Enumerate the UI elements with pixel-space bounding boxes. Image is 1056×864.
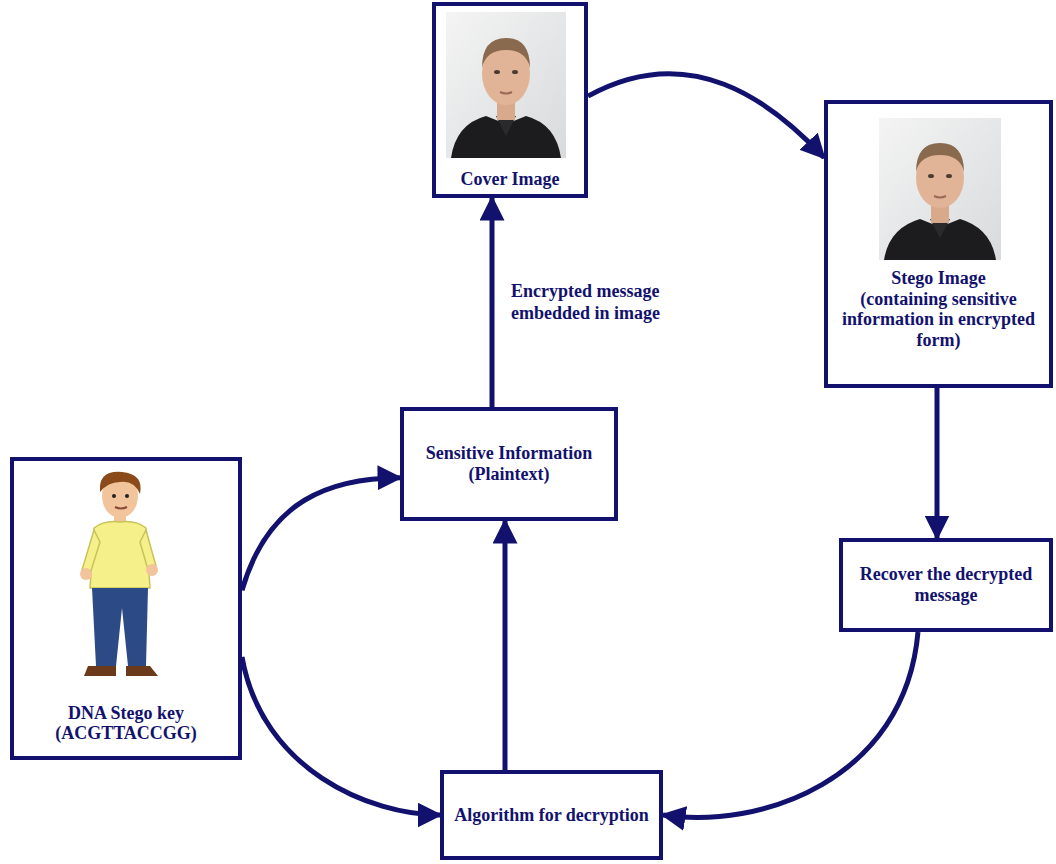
process-box: Algorithm for decryption bbox=[440, 770, 663, 860]
process-box: Sensitive Information (Plaintext) bbox=[400, 407, 618, 521]
flow-arrow bbox=[588, 74, 824, 158]
node-title: DNA Stego key (ACGTTACCGG) bbox=[20, 703, 232, 744]
edge-label: Encrypted message embedded in image bbox=[508, 280, 714, 325]
flow-arrow bbox=[935, 388, 940, 538]
flow-arrow bbox=[242, 478, 400, 591]
cartoon-person bbox=[80, 472, 158, 676]
flow-arrow bbox=[490, 198, 495, 407]
node-body: (containing sensitive information in enc… bbox=[834, 289, 1043, 351]
image-box: Cover Image bbox=[432, 2, 588, 198]
portrait-photo bbox=[446, 12, 566, 158]
node-title: Cover Image bbox=[460, 169, 559, 190]
node-title: Algorithm for decryption bbox=[454, 805, 649, 826]
flow-arrow bbox=[242, 657, 440, 815]
node-title: Sensitive Information (Plaintext) bbox=[410, 443, 608, 484]
actor-box: DNA Stego key (ACGTTACCGG) bbox=[10, 457, 242, 760]
flow-arrow bbox=[503, 521, 508, 770]
node-title: Stego Image bbox=[891, 268, 985, 289]
image-box: Stego Image(containing sensitive informa… bbox=[824, 100, 1053, 388]
flow-arrow bbox=[663, 632, 918, 818]
process-box: Recover the decrypted message bbox=[839, 538, 1053, 632]
node-title: Recover the decrypted message bbox=[849, 564, 1043, 605]
portrait-photo bbox=[879, 118, 1001, 260]
